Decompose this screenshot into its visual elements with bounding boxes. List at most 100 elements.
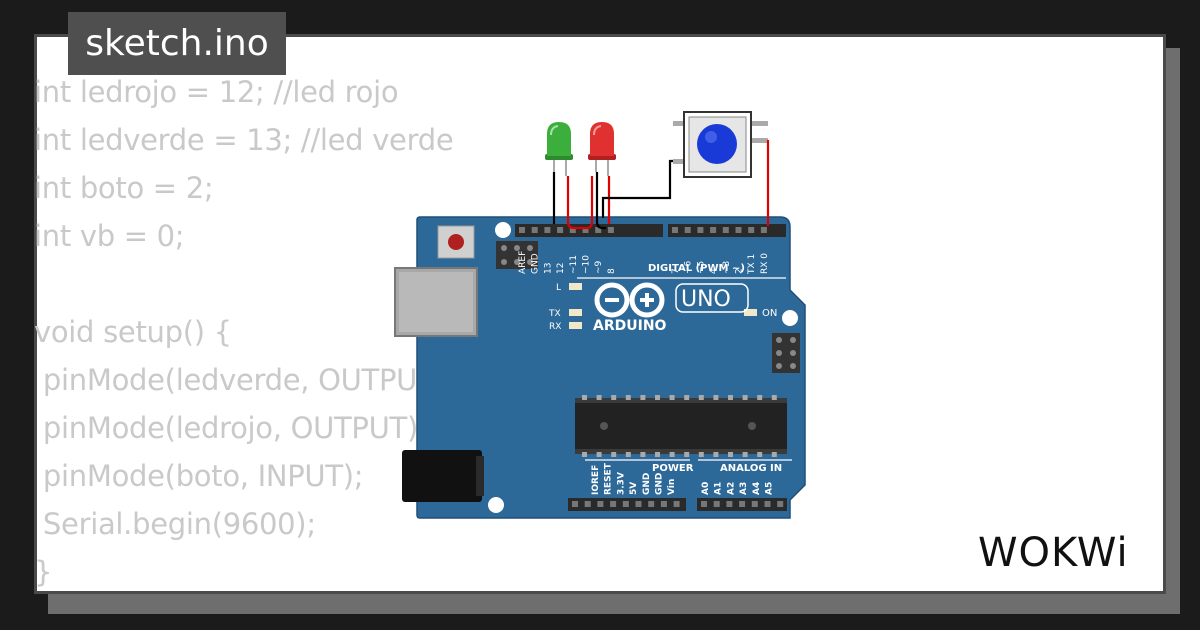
chip-pin bbox=[728, 395, 733, 400]
digital-pin-label: ~11 bbox=[569, 255, 579, 274]
digital-pin[interactable] bbox=[722, 227, 729, 233]
analog-pin[interactable] bbox=[777, 501, 784, 507]
digital-pin[interactable] bbox=[735, 227, 742, 233]
power-pin[interactable] bbox=[610, 501, 617, 507]
reset-button[interactable] bbox=[448, 234, 464, 250]
digital-pin[interactable] bbox=[748, 227, 755, 233]
power-pin[interactable] bbox=[648, 501, 655, 507]
analog-pin-label: A2 bbox=[726, 482, 736, 495]
chip-pin bbox=[655, 395, 660, 400]
chip-pin bbox=[582, 452, 587, 457]
icsp-header-right bbox=[772, 333, 800, 373]
led-on-label: ON bbox=[762, 308, 777, 319]
code-line: int ledverde = 13; //led verde bbox=[34, 123, 454, 157]
wire-red-gnd bbox=[595, 172, 606, 230]
chip-pin bbox=[611, 395, 617, 400]
digital-pin[interactable] bbox=[595, 227, 602, 233]
digital-pin[interactable] bbox=[710, 227, 717, 233]
digital-pin[interactable] bbox=[557, 227, 564, 233]
chip-pin bbox=[611, 452, 617, 457]
led-tx-label: TX bbox=[548, 309, 561, 319]
power-pin-label: 5V bbox=[629, 482, 639, 495]
chip-pin bbox=[698, 395, 704, 400]
digital-pin-label: TX 1 bbox=[747, 254, 757, 275]
power-pin[interactable] bbox=[572, 501, 578, 507]
chip-pin bbox=[669, 452, 675, 457]
power-jack bbox=[402, 450, 482, 502]
chip-pin bbox=[698, 452, 704, 457]
chip-pin bbox=[757, 395, 763, 400]
digital-pin[interactable] bbox=[569, 227, 576, 233]
chip-pin bbox=[742, 395, 748, 400]
red-led[interactable] bbox=[588, 122, 616, 176]
code-line: Serial.begin(9600); bbox=[34, 507, 316, 541]
icsp-header bbox=[496, 241, 538, 269]
chip-pin bbox=[640, 395, 646, 400]
code-line: pinMode(ledrojo, OUTPUT); bbox=[34, 411, 428, 445]
pushbutton[interactable] bbox=[673, 111, 768, 178]
analog-pin-label: A5 bbox=[765, 482, 775, 495]
analog-pin[interactable] bbox=[701, 501, 707, 507]
mount-hole bbox=[782, 310, 798, 326]
led-l bbox=[569, 283, 582, 290]
wires bbox=[552, 140, 770, 230]
power-pin[interactable] bbox=[673, 501, 680, 507]
power-pin-label: GND bbox=[642, 473, 652, 495]
chip-pin bbox=[757, 452, 763, 457]
digital-pin[interactable] bbox=[607, 227, 614, 233]
analog-pin[interactable] bbox=[751, 501, 758, 507]
power-pin[interactable] bbox=[635, 501, 642, 507]
green-led[interactable] bbox=[545, 122, 573, 176]
code-line: } bbox=[34, 555, 53, 589]
chip-pin bbox=[655, 452, 660, 457]
chip-pin bbox=[684, 452, 690, 457]
digital-pin-label: 4 bbox=[709, 268, 719, 274]
digital-pin[interactable] bbox=[672, 227, 678, 233]
chip-pin bbox=[625, 452, 631, 457]
chip-pin bbox=[771, 452, 777, 457]
chip-pin bbox=[771, 395, 777, 400]
led-rx bbox=[569, 322, 582, 329]
digital-pin[interactable] bbox=[531, 227, 538, 233]
digital-pin-label: 8 bbox=[607, 268, 617, 274]
logo-text: WOKWi bbox=[978, 530, 1129, 576]
power-pin[interactable] bbox=[584, 501, 591, 507]
analog-pin[interactable] bbox=[726, 501, 733, 507]
code-line: int ledrojo = 12; //led rojo bbox=[34, 75, 399, 109]
analog-pin-label: A4 bbox=[752, 482, 762, 495]
power-jack-edge bbox=[476, 456, 484, 496]
power-pin-label: 3.3V bbox=[616, 472, 626, 495]
chip-pin bbox=[728, 452, 733, 457]
power-pin[interactable] bbox=[660, 501, 667, 507]
brand-label: ARDUINO bbox=[593, 318, 667, 334]
code-line: int boto = 2; bbox=[34, 171, 214, 205]
digital-pin-label: 12 bbox=[556, 263, 566, 274]
code-preview: int ledrojo = 12; //led rojo int ledverde… bbox=[34, 68, 455, 596]
power-pin[interactable] bbox=[622, 501, 629, 507]
led-l-label: L bbox=[556, 283, 561, 293]
digital-header-label: DIGITAL (PWM ~) bbox=[648, 263, 745, 274]
power-pin-label: GND bbox=[655, 473, 665, 495]
digital-pin[interactable] bbox=[519, 227, 525, 233]
analog-pin-label: A3 bbox=[739, 482, 749, 495]
analog-pin[interactable] bbox=[764, 501, 771, 507]
wokwi-logo-icon: WOKWi bbox=[978, 530, 1129, 576]
digital-pin[interactable] bbox=[544, 227, 551, 233]
digital-pin[interactable] bbox=[697, 227, 704, 233]
digital-pin-label: 7 bbox=[671, 268, 681, 274]
digital-pin[interactable] bbox=[582, 227, 589, 233]
digital-pin-label: 13 bbox=[543, 263, 553, 274]
code-line: pinMode(boto, INPUT); bbox=[34, 459, 364, 493]
power-pin[interactable] bbox=[597, 501, 604, 507]
digital-pin-label: ~3 bbox=[722, 261, 732, 274]
digital-pin-label: ~6 bbox=[684, 260, 694, 274]
chip-pin bbox=[713, 452, 719, 457]
digital-pin[interactable] bbox=[760, 227, 767, 233]
microcontroller-chip bbox=[575, 398, 787, 454]
analog-pin[interactable] bbox=[713, 501, 720, 507]
analog-pin[interactable] bbox=[739, 501, 746, 507]
power-pin-label: IOREF bbox=[591, 465, 601, 495]
chip-pin bbox=[625, 395, 631, 400]
digital-pin[interactable] bbox=[684, 227, 691, 233]
